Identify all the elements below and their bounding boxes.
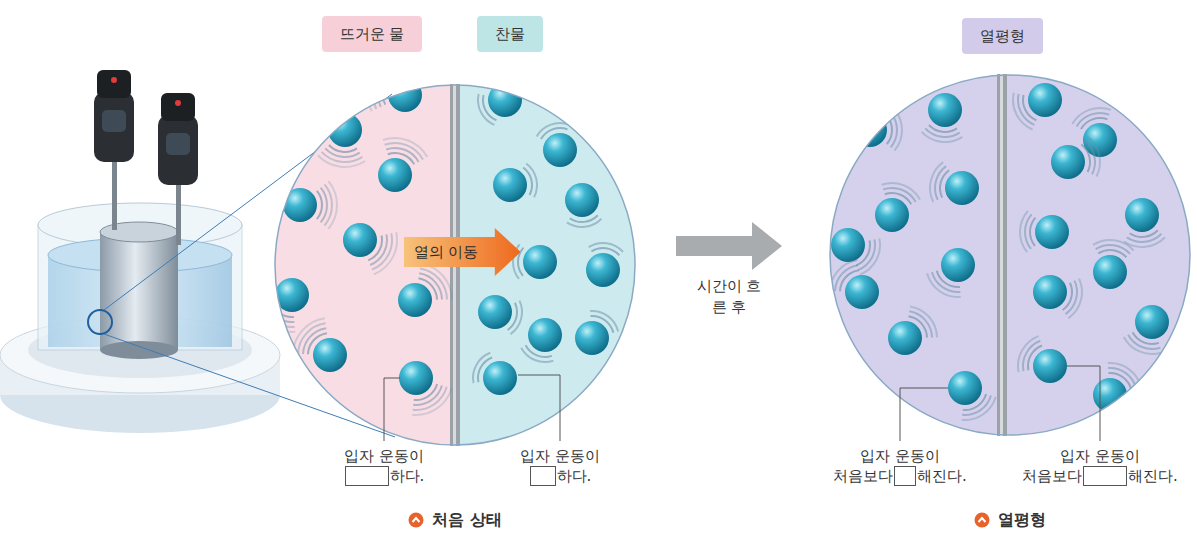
title-text: 열평형 xyxy=(998,510,1046,531)
node-label: 열의 이동 xyxy=(414,243,479,262)
particle xyxy=(293,318,347,372)
particle xyxy=(1051,136,1100,179)
caption-text: 입자 운동이 xyxy=(860,446,940,466)
particle xyxy=(1093,240,1134,289)
node-label: 뜨거운 물 xyxy=(340,25,405,44)
particle xyxy=(853,109,902,150)
caption-text: 하다. xyxy=(390,466,425,486)
magnified-view-equilibrium xyxy=(830,74,1190,436)
particle xyxy=(1124,305,1169,354)
particle-caption: 입자 운동이처음보다 해진다. xyxy=(833,446,967,486)
equilibrium-badge: 열평형 xyxy=(962,18,1043,54)
particle xyxy=(930,162,979,205)
answer-blank xyxy=(530,466,556,486)
answer-blank xyxy=(894,466,916,486)
particle xyxy=(927,248,975,297)
caption-text: 처음보다 xyxy=(1022,466,1082,486)
particle xyxy=(888,306,937,355)
caption-text: 입자 운동이 xyxy=(344,446,424,466)
particle xyxy=(1018,336,1067,383)
particle xyxy=(368,65,422,112)
caption-text: 입자 운동이 xyxy=(1060,446,1140,466)
particle xyxy=(513,244,557,279)
cold-water-badge: 찬물 xyxy=(477,16,543,52)
time-arrow xyxy=(676,222,782,270)
title-icon xyxy=(974,512,990,528)
caption-text: 하다. xyxy=(557,466,592,486)
particle xyxy=(478,83,522,125)
particle xyxy=(1020,211,1069,252)
particle xyxy=(493,163,537,202)
particle-caption: 입자 운동이하다. xyxy=(520,446,600,486)
particle xyxy=(478,295,522,334)
heat-flow-arrow: 열의 이동 xyxy=(404,228,521,276)
particle xyxy=(343,223,397,274)
particle xyxy=(875,183,920,232)
particle-caption: 입자 운동이하다. xyxy=(344,446,425,486)
particle xyxy=(1013,83,1062,129)
particle xyxy=(831,228,880,275)
caption-text: 처음보다 xyxy=(833,466,893,486)
particle xyxy=(399,361,452,415)
caption-text: 해진다. xyxy=(1128,466,1178,486)
magnified-view-initial xyxy=(256,65,635,446)
particle xyxy=(256,278,309,332)
particle xyxy=(922,93,963,142)
particle xyxy=(830,260,879,309)
hot-water-badge: 뜨거운 물 xyxy=(322,16,423,52)
particle xyxy=(1124,198,1165,247)
particle xyxy=(948,371,996,420)
caption-text: 해진다. xyxy=(917,466,967,486)
particle xyxy=(521,318,562,362)
particle xyxy=(283,181,337,229)
particle xyxy=(473,353,517,395)
particle xyxy=(398,263,452,317)
particle xyxy=(1033,275,1082,318)
particle xyxy=(565,183,601,227)
leader-lines xyxy=(384,366,1100,441)
time-label: 시간이 흐른 후 xyxy=(694,276,764,318)
particle-caption: 입자 운동이처음보다 해진다. xyxy=(1022,446,1178,486)
particle xyxy=(575,311,618,355)
caption-text: 입자 운동이 xyxy=(520,446,600,466)
title-text: 처음 상태 xyxy=(432,510,502,531)
answer-blank xyxy=(345,466,389,486)
panel-title: 처음 상태 xyxy=(408,510,502,531)
answer-blank xyxy=(1083,466,1127,486)
particle xyxy=(378,138,427,192)
node-label: 찬물 xyxy=(495,25,525,44)
particle xyxy=(586,243,623,287)
particle xyxy=(537,123,577,167)
title-icon xyxy=(408,512,424,528)
node-label: 열평형 xyxy=(980,27,1025,46)
panel-title: 열평형 xyxy=(974,510,1046,531)
